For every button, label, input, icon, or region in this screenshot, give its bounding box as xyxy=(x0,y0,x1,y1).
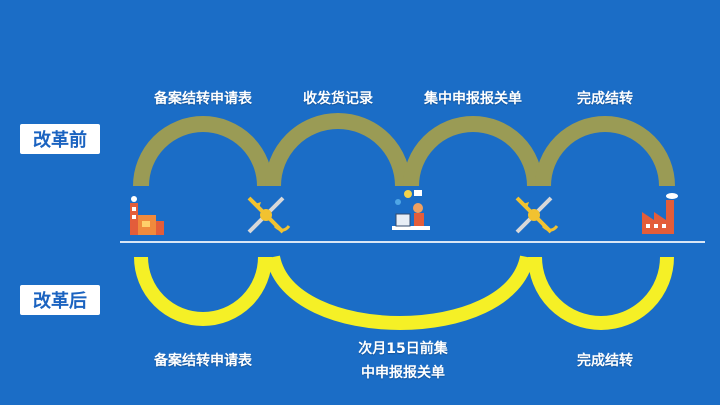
before-step-4: 完成结转 xyxy=(577,91,633,107)
after-arc-2 xyxy=(266,255,534,330)
after-arc-1 xyxy=(134,256,272,326)
customs-emblem-icon-2 xyxy=(515,196,559,234)
before-arc-3 xyxy=(403,116,543,187)
customs-emblem-icon xyxy=(247,196,291,234)
before-arc-4 xyxy=(535,116,675,187)
before-arc-1 xyxy=(133,116,273,187)
after-step-2-line-2: 中申报报关单 xyxy=(361,365,445,381)
after-reform-label: 改革后 xyxy=(20,285,100,315)
before-step-3: 集中申报报关单 xyxy=(424,91,522,107)
after-step-3: 完成结转 xyxy=(577,353,633,369)
factory-icon xyxy=(130,196,164,235)
after-step-1: 备案结转申请表 xyxy=(154,353,252,369)
office-worker-icon xyxy=(392,190,430,230)
factory-icon-right xyxy=(642,193,678,234)
after-arc-3 xyxy=(528,256,674,330)
before-arc-2 xyxy=(265,113,411,187)
before-step-1: 备案结转申请表 xyxy=(154,91,252,107)
after-step-2-line-1: 次月15日前集 xyxy=(358,341,448,357)
before-step-2: 收发货记录 xyxy=(303,91,373,107)
before-reform-label: 改革前 xyxy=(20,124,100,154)
